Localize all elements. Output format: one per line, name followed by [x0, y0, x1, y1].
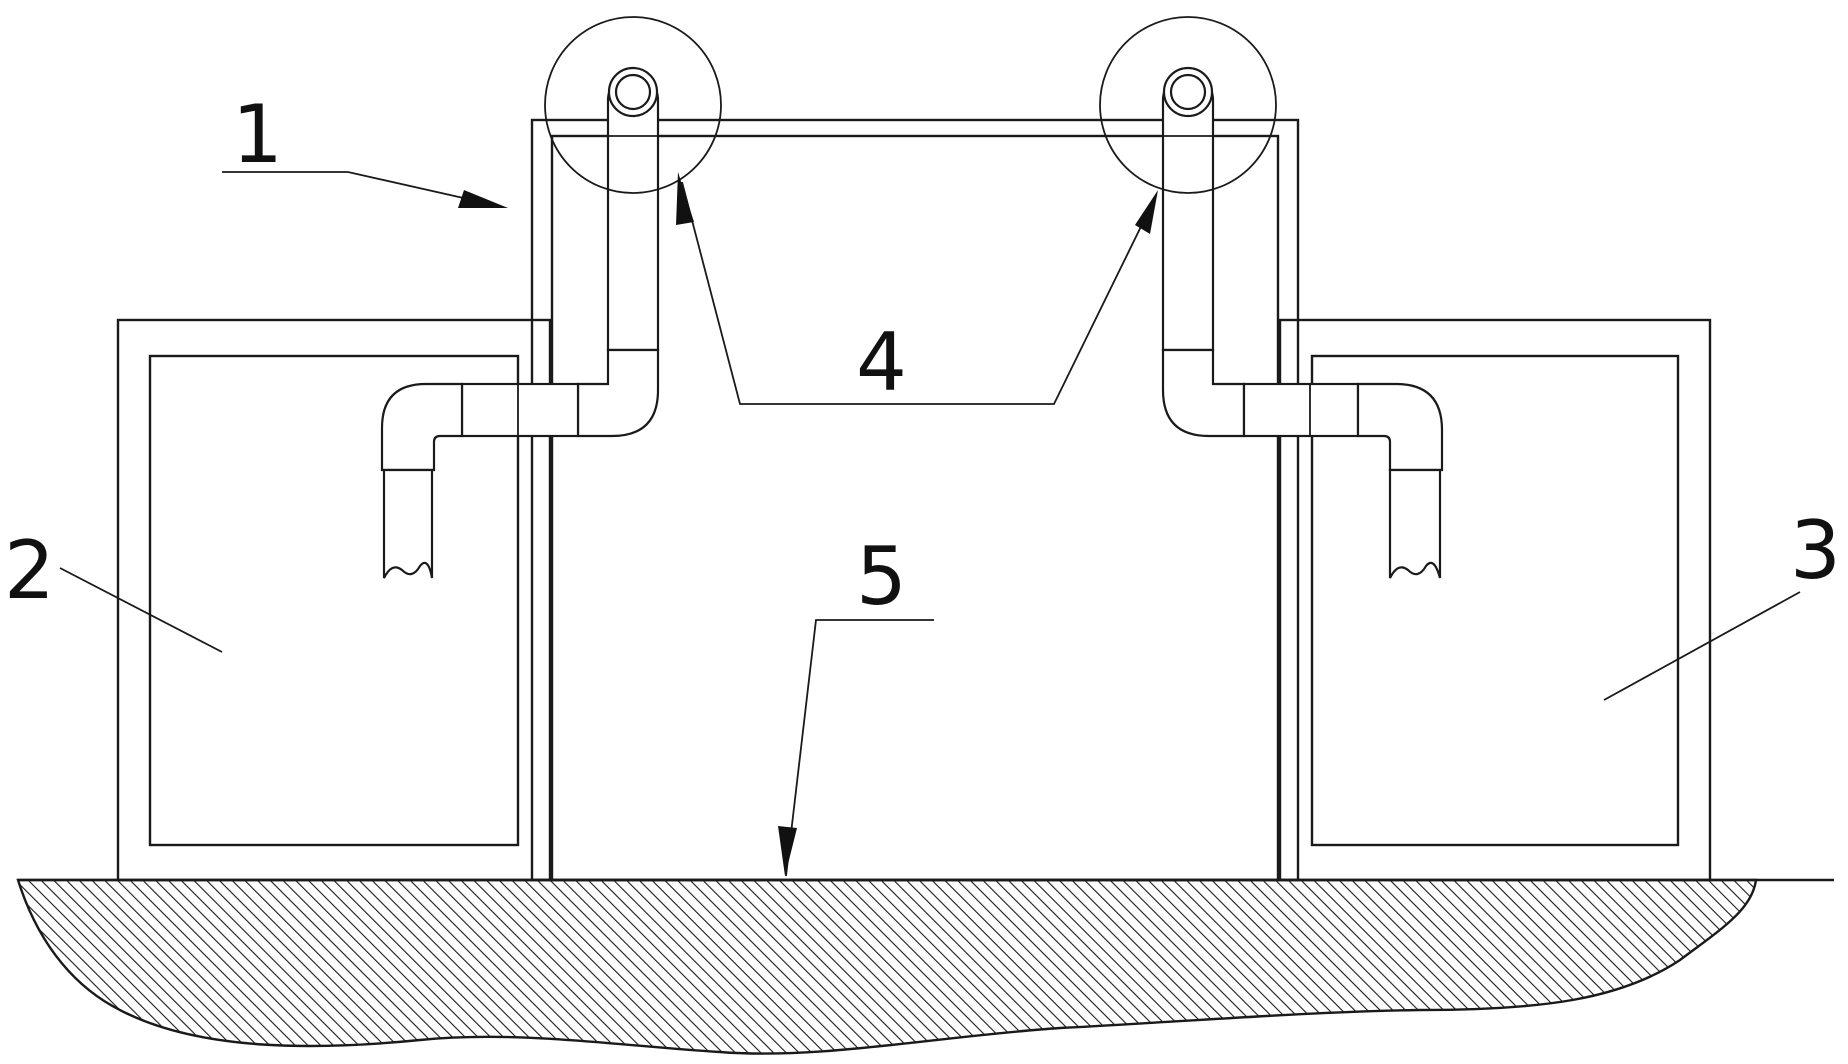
left-elbow-upper: [576, 348, 660, 438]
left-horizontal-pipe: [460, 382, 580, 438]
callout-4: 4: [856, 316, 907, 409]
right-tank-inner: [1310, 354, 1680, 847]
leader-1-arrowhead: [458, 190, 508, 208]
leader-1: [222, 171, 491, 205]
left-down-pipe: [382, 468, 434, 579]
right-pipe-ring-inner: [1169, 73, 1207, 111]
left-tank: [116, 318, 552, 882]
callout-1: 1: [232, 88, 283, 181]
callout-2: 2: [4, 524, 55, 617]
right-tank-outer: [1278, 318, 1712, 882]
callout-3: 3: [1790, 504, 1841, 597]
left-pipe-ring-inner: [614, 73, 652, 111]
right-tank: [1278, 318, 1712, 882]
left-tank-inner: [148, 354, 520, 847]
callout-5: 5: [856, 530, 907, 623]
right-elbow-upper: [1161, 348, 1246, 438]
right-elbow-lower: [1356, 382, 1444, 472]
leader-5: [785, 619, 934, 877]
right-horizontal-pipe: [1242, 382, 1360, 438]
left-elbow-lower: [380, 382, 464, 472]
left-pipe-assembly: [380, 16, 722, 579]
leader-5-arrowhead: [778, 826, 797, 876]
left-tank-outer: [116, 318, 552, 882]
leader-2: [59, 567, 223, 653]
right-detail-circle: [1099, 16, 1277, 194]
main-housing: [530, 118, 1300, 882]
ground-hatch: [16, 878, 1758, 1055]
callout-labels: 1 2 3 4 5: [4, 88, 1841, 623]
leader-4-right-arrowhead: [1135, 190, 1158, 234]
leader-4: [681, 181, 1155, 405]
right-down-pipe: [1388, 468, 1442, 579]
left-detail-circle: [544, 16, 722, 194]
leader-3: [1603, 591, 1801, 701]
leader-lines: [59, 171, 1801, 877]
ground-section: [16, 878, 1834, 1055]
right-pipe-assembly: [1099, 16, 1444, 579]
leader-4-left-arrowhead: [676, 172, 694, 225]
main-housing-inner: [550, 134, 1280, 882]
